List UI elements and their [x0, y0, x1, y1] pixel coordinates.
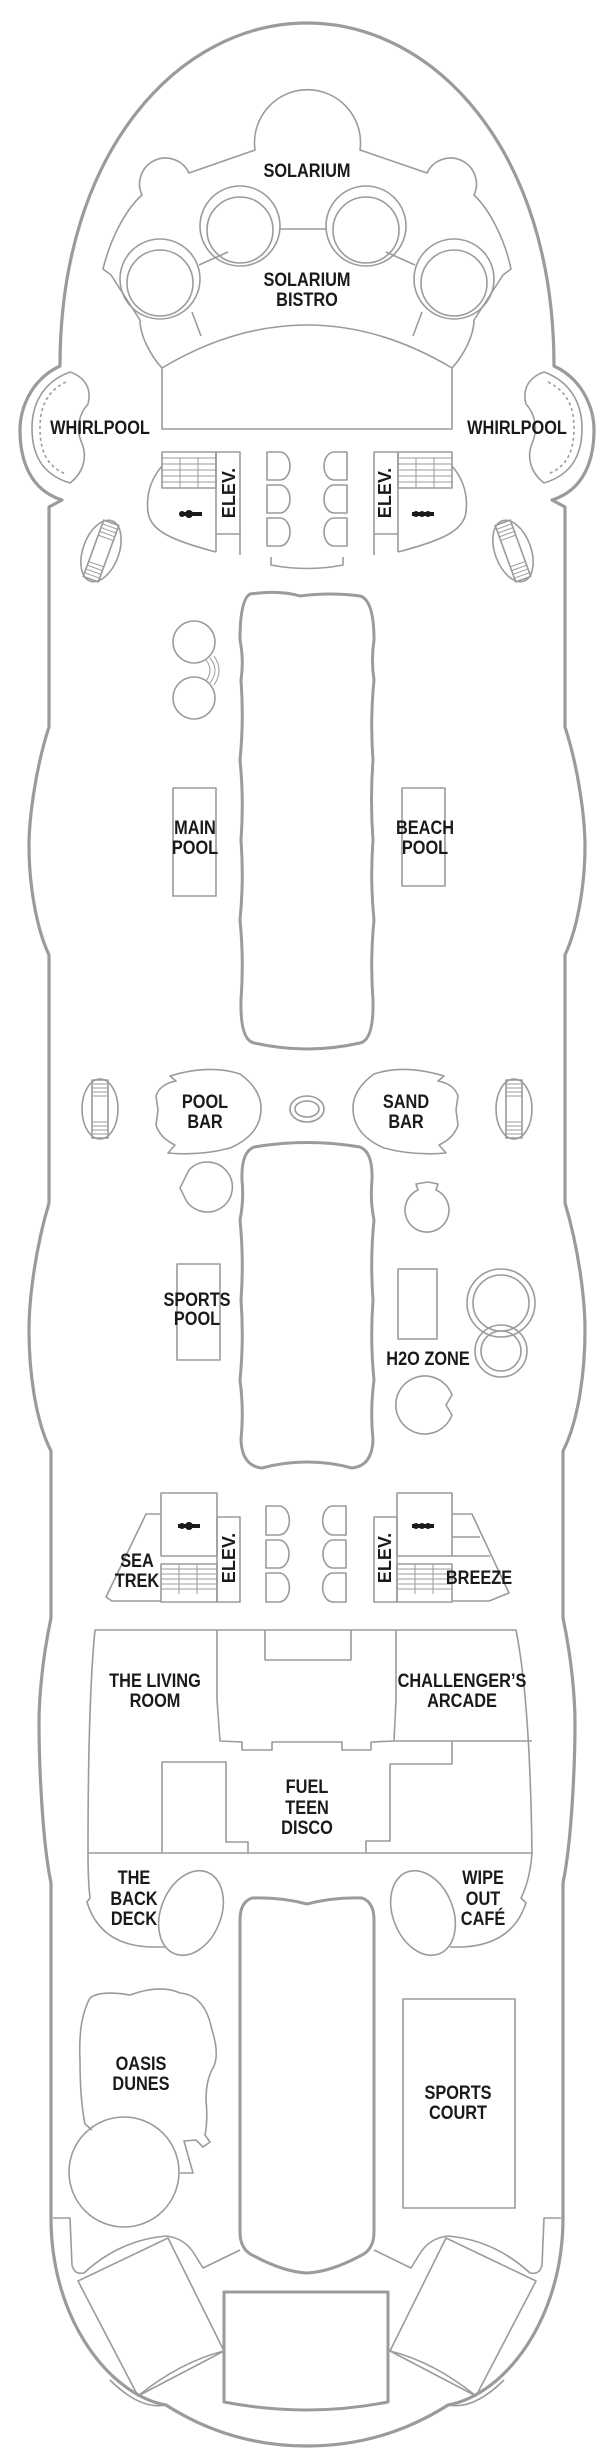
solarium-whirlpool	[199, 185, 281, 267]
whirlpool-pair	[172, 620, 220, 720]
pool-bar-label: BAR	[187, 1111, 223, 1132]
sports-pool[interactable]	[176, 1263, 221, 1361]
stairs-icon	[160, 1563, 218, 1603]
back-deck-label: THE	[118, 1867, 151, 1888]
elevator-label: ELEV.	[375, 468, 395, 518]
forward-elevator-core: ELEV. ELEV.	[146, 451, 468, 570]
whirlpool-round	[404, 1181, 450, 1233]
elevator-shaft	[216, 1516, 241, 1603]
drink-station-ring	[289, 1095, 325, 1123]
restroom-icon	[412, 1523, 434, 1529]
wipe-out-whirlpool	[389, 1869, 457, 1957]
restroom-icon	[178, 1522, 200, 1530]
teen-area: THE LIVING ROOM CHALLENGER’S ARCADE FUEL…	[87, 1629, 533, 1854]
solarium-area: SOLARIUM SOLARIUM BISTRO	[102, 88, 512, 430]
beach-pool[interactable]	[401, 787, 446, 887]
elevator-label: ELEV.	[219, 468, 239, 518]
wipe-out-cafe-label: CAFÉ	[461, 1907, 506, 1930]
challengers-arcade-label: CHALLENGER’S	[398, 1670, 527, 1691]
restroom-icon	[412, 511, 434, 517]
central-atrium-opening	[238, 1896, 376, 2275]
h2o-zone-whirlpools	[466, 1268, 536, 1378]
central-atrium-opening	[238, 1141, 376, 1470]
back-deck-label: BACK	[110, 1888, 157, 1909]
whirlpool-left: WHIRLPOOL	[31, 371, 150, 484]
h2o-zone-label: H2O ZONE	[386, 1348, 470, 1369]
elevator-cabins	[265, 1505, 347, 1603]
escalator-icon	[495, 1078, 533, 1140]
solarium-bistro-label: SOLARIUM	[263, 269, 350, 290]
elevator-label: ELEV.	[375, 1533, 395, 1583]
escalator-icon	[492, 519, 534, 583]
sports-court-label: SPORTS	[424, 2082, 491, 2103]
sand-bar[interactable]: SAND BAR	[352, 1068, 459, 1155]
sports-court[interactable]	[402, 1998, 516, 2209]
wipe-out-cafe-label: OUT	[466, 1888, 501, 1909]
whirlpool-right-label: WHIRLPOOL	[467, 417, 567, 438]
whirlpool-round	[179, 1161, 234, 1213]
sports-court-label: COURT	[429, 2102, 487, 2123]
beach-pool-label: BEACH	[396, 817, 454, 838]
back-deck-whirlpool	[157, 1869, 225, 1957]
pool-bar-label: POOL	[182, 1091, 228, 1112]
beach-pool-label: POOL	[402, 837, 448, 858]
h2o-zone-pool[interactable]	[397, 1268, 438, 1340]
escalator-icon	[81, 1078, 119, 1140]
elevator-cabins	[266, 451, 348, 570]
sea-trek-label: TREK	[115, 1570, 160, 1591]
fuel-teen-disco-label: TEEN	[285, 1797, 329, 1818]
elevator-shaft	[373, 1516, 398, 1603]
back-deck-outline	[86, 1852, 165, 1948]
escalator-icon	[80, 519, 122, 583]
main-pool[interactable]	[172, 787, 217, 897]
solarium-whirlpool	[413, 238, 495, 320]
ship-hull-outline	[18, 21, 596, 2448]
h2o-zone-splash-pool	[395, 1375, 453, 1435]
fuel-teen-disco-label: FUEL	[286, 1776, 329, 1797]
sports-pool-label: POOL	[174, 1308, 220, 1329]
challengers-arcade-label: ARCADE	[427, 1690, 497, 1711]
back-deck-label: DECK	[111, 1908, 157, 1929]
wipe-out-cafe-outline	[450, 1852, 533, 1948]
solarium-whirlpool	[119, 238, 201, 320]
restroom-icon	[179, 510, 202, 518]
solarium-bistro-label: BISTRO	[276, 289, 338, 310]
aft-elevator-core: ELEV. SEA TREK ELEV. BREEZE	[105, 1492, 512, 1603]
whirlpool-left-label: WHIRLPOOL	[50, 417, 150, 438]
oasis-dunes-label: OASIS	[116, 2053, 167, 2074]
oasis-dunes-label: DUNES	[112, 2073, 169, 2094]
stern-area	[53, 2217, 561, 2412]
solarium-label: SOLARIUM	[263, 160, 350, 181]
wipe-out-cafe-label: WIPE	[462, 1867, 504, 1888]
central-atrium-opening	[238, 590, 376, 1051]
oasis-dunes-outline	[78, 1988, 218, 2174]
sports-pool-label: SPORTS	[163, 1289, 230, 1310]
oasis-dunes-whirlpool	[68, 2116, 180, 2228]
main-pool-label: MAIN	[174, 817, 216, 838]
elevator-shaft	[215, 451, 241, 535]
stairs-icon	[161, 451, 217, 489]
sand-bar-label: SAND	[383, 1091, 429, 1112]
sand-bar-label: BAR	[388, 1111, 424, 1132]
solarium-whirlpool	[325, 185, 407, 267]
stairs-icon	[396, 1563, 453, 1603]
stairs-icon	[397, 451, 453, 489]
fuel-teen-disco-label: DISCO	[281, 1817, 333, 1838]
sea-trek-label: SEA	[120, 1550, 154, 1571]
whirlpool-right: WHIRLPOOL	[467, 371, 583, 484]
elevator-shaft	[373, 451, 399, 535]
solarium-outline	[102, 88, 512, 369]
living-room-label: THE LIVING	[109, 1670, 201, 1691]
main-pool-label: POOL	[172, 837, 218, 858]
solarium-bistro-counter	[161, 324, 453, 430]
elevator-label: ELEV.	[219, 1533, 239, 1583]
living-room-label: ROOM	[130, 1690, 181, 1711]
breeze-label: BREEZE	[446, 1567, 512, 1588]
pool-bar[interactable]: POOL BAR	[155, 1068, 262, 1155]
